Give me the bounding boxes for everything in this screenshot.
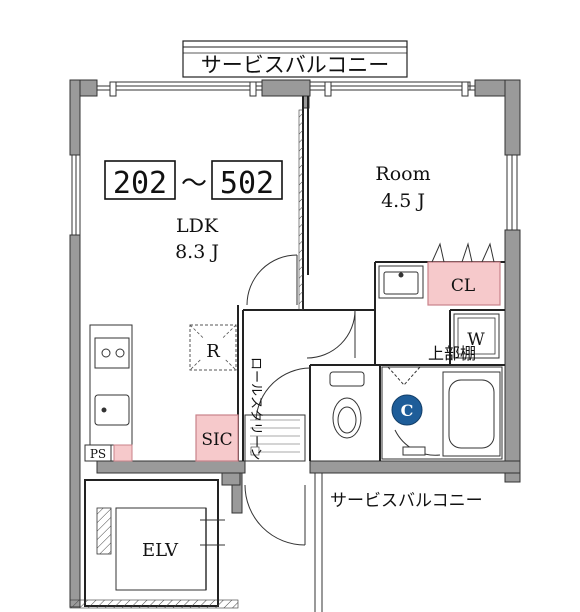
ldk-name: LDK	[176, 215, 219, 237]
refrigerator-space: R	[189, 324, 237, 371]
entry-step	[244, 414, 306, 462]
ldk-size: 8.3 J	[175, 241, 219, 263]
elevator-shaft: ELV	[84, 479, 225, 607]
shoe-closet-label: SIC	[201, 430, 232, 450]
unit-range: 202 ～ 502	[104, 160, 283, 201]
washer-space: W 上部棚	[428, 313, 500, 363]
top-windows	[97, 81, 475, 97]
pipe-space-label: PS	[90, 447, 106, 461]
top-balcony-label: サービスバルコニー	[201, 53, 390, 77]
room-name: Room	[375, 163, 430, 185]
bottom-strip	[69, 599, 239, 609]
water-heater: C	[391, 394, 423, 426]
water-heater-label: C	[401, 401, 414, 420]
top-balcony: サービスバルコニー	[182, 40, 408, 78]
unit-range-separator: ～	[181, 169, 207, 199]
kitchen-counter	[89, 324, 133, 446]
room-size: 4.5 J	[381, 190, 425, 212]
closet-label: CL	[451, 276, 475, 296]
elevator-label: ELV	[142, 540, 179, 561]
closet: CL	[427, 242, 501, 306]
washer-label: W	[467, 330, 485, 350]
refrigerator-label: R	[206, 341, 220, 362]
door-swings	[244, 254, 356, 546]
sliding-partition	[298, 109, 304, 311]
wash-basin	[378, 265, 424, 299]
pipe-space: PS	[84, 444, 133, 462]
shoe-closet: SIC	[195, 414, 239, 462]
unit-range-from: 202	[113, 166, 167, 201]
toilet	[329, 371, 365, 439]
bottom-balcony: サービスバルコニー	[314, 473, 483, 612]
roll-screen-label: ロールスクリーン	[248, 357, 263, 460]
upper-shelf-label: 上部棚	[428, 344, 476, 363]
unit-range-to: 502	[220, 166, 274, 201]
side-windows	[71, 154, 518, 236]
bottom-balcony-label: サービスバルコニー	[330, 491, 483, 511]
